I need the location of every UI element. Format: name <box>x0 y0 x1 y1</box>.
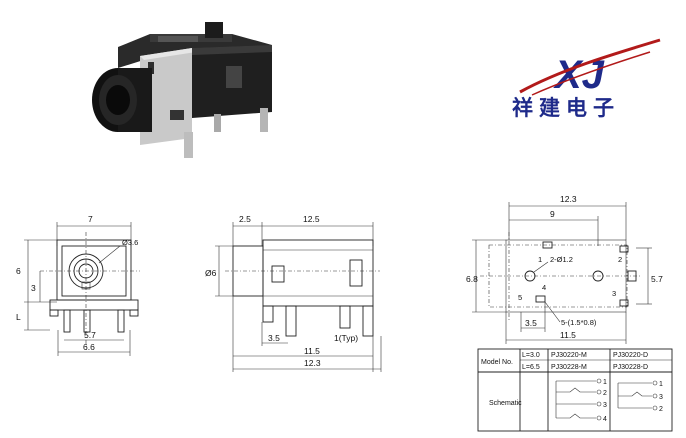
front-width-label: 7 <box>88 214 93 224</box>
pcb-offset-label: 9 <box>550 209 555 219</box>
svg-text:4: 4 <box>603 416 607 423</box>
side-pin-width-label: 1(Typ) <box>334 333 358 343</box>
table-header-label: Model No. <box>481 359 513 366</box>
side-length-pin-label: 11.5 <box>304 346 320 356</box>
side-view-drawing: 2.5 12.5 Ø6 3.5 1(Typ) 11.5 12.3 <box>205 214 382 372</box>
schematic-d: 1 3 2 <box>617 380 663 413</box>
svg-text:2: 2 <box>659 406 663 413</box>
svg-text:3: 3 <box>659 394 663 401</box>
pcb-pin-5: 5 <box>518 293 522 302</box>
schematic-m: 1 2 3 4 <box>555 378 607 423</box>
table-row1-model-m: PJ30220-M <box>551 352 587 359</box>
side-diameter-label: Ø6 <box>205 268 217 278</box>
pcb-width-label: 12.3 <box>560 194 577 204</box>
pcb-pin-spacing-label: 3.5 <box>525 318 537 328</box>
pcb-height-label: 6.8 <box>466 274 478 284</box>
front-center-label: 3 <box>31 283 36 293</box>
front-leg-label: L <box>16 312 21 322</box>
side-flange-label: 2.5 <box>239 214 251 224</box>
svg-text:1: 1 <box>659 381 663 388</box>
svg-text:1: 1 <box>603 379 607 386</box>
table-row2-model-d: PJ30228-D <box>613 364 648 371</box>
table-row2-model-m: PJ30228-M <box>551 364 587 371</box>
company-name: 祥建电子 <box>512 96 620 120</box>
pcb-pin-1: 1 <box>538 255 542 264</box>
front-height-label: 6 <box>16 266 21 276</box>
side-total-length-label: 12.3 <box>304 358 321 368</box>
front-hole-label: Ø3.6 <box>122 238 138 247</box>
pcb-slot-label: 5-(1.5*0.8) <box>561 318 597 327</box>
table-row1-length: L=3.0 <box>522 352 540 359</box>
pcb-pin-2: 2 <box>618 255 622 264</box>
front-view-drawing: 7 Ø3.6 6 3 L 5.7 6.6 <box>16 214 140 356</box>
table-row1-model-d: PJ30220-D <box>613 352 648 359</box>
front-pin-inner-label: 5.7 <box>84 330 96 340</box>
model-table: Model No. L=3.0 PJ30220-M PJ30220-D L=6.… <box>477 348 673 432</box>
pcb-pin-4: 4 <box>542 283 546 292</box>
side-body-label: 12.5 <box>303 214 320 224</box>
product-photo <box>92 22 272 158</box>
side-pin-offset-label: 3.5 <box>268 333 280 343</box>
pcb-length-label: 11.5 <box>560 330 576 340</box>
svg-text:3: 3 <box>603 402 607 409</box>
pcb-pin-3: 3 <box>612 289 616 298</box>
pcb-layout-drawing: 12.3 9 1 2 3 4 5 2-Ø1.2 6.8 5 <box>466 194 663 344</box>
svg-text:2: 2 <box>603 390 607 397</box>
table-row2-length: L=6.5 <box>522 364 540 371</box>
pcb-hole-label: 2-Ø1.2 <box>550 255 573 264</box>
pcb-inner-height-label: 5.7 <box>651 274 663 284</box>
front-pin-outer-label: 6.6 <box>83 342 95 352</box>
company-logo: XJ 祥建电子 <box>512 38 661 120</box>
table-schematic-label: Schematic <box>489 400 522 407</box>
